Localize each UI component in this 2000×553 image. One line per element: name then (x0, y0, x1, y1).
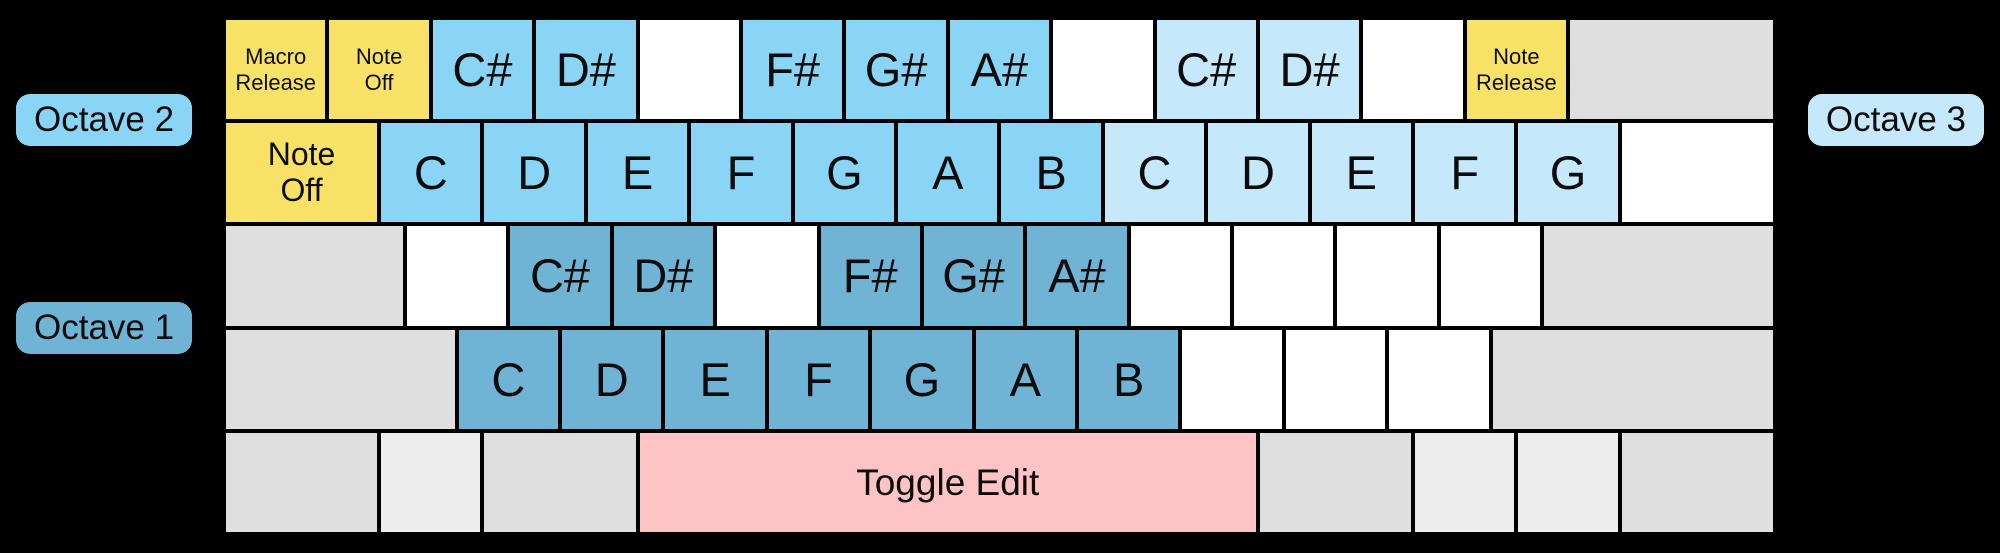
key-unmapped (1180, 327, 1284, 431)
key-note-release[interactable]: Note Release (1464, 18, 1569, 122)
key-unmapped (1361, 18, 1465, 122)
key-note-c-sharp-oct2[interactable]: C# (430, 18, 535, 122)
key-note-e-oct2[interactable]: E (585, 121, 690, 225)
key-toggle-edit[interactable]: Toggle Edit (637, 430, 1258, 534)
key-note-b-oct2[interactable]: B (999, 121, 1103, 225)
key-modifier (1542, 224, 1775, 328)
key-modifier (1490, 327, 1775, 431)
key-note-e-oct1[interactable]: E (663, 327, 767, 431)
key-unmapped (1128, 224, 1233, 328)
key-note-c-oct1[interactable]: C (456, 327, 561, 431)
key-modifier (1257, 430, 1414, 534)
key-unmapped (1232, 224, 1336, 328)
key-modifier (1413, 430, 1517, 534)
octave-1-label: Octave 1 (16, 302, 193, 354)
key-unmapped (1051, 18, 1155, 122)
key-modifier (224, 224, 405, 328)
key-macro-release[interactable]: Macro Release (224, 18, 328, 122)
key-note-d-sharp-oct2[interactable]: D# (534, 18, 638, 122)
key-note-a-oct1[interactable]: A (973, 327, 1077, 431)
key-note-f-sharp-oct1[interactable]: F# (818, 224, 922, 328)
key-unmapped (637, 18, 741, 122)
key-note-e-oct3[interactable]: E (1309, 121, 1413, 225)
key-note-f-sharp-oct2[interactable]: F# (740, 18, 845, 122)
key-note-g-sharp-oct2[interactable]: G# (844, 18, 948, 122)
key-modifier (224, 327, 457, 431)
key-note-g-oct2[interactable]: G (792, 121, 897, 225)
key-unmapped (1438, 224, 1543, 328)
key-note-g-oct3[interactable]: G (1516, 121, 1620, 225)
key-modifier (224, 430, 380, 534)
key-note-f-oct1[interactable]: F (766, 327, 871, 431)
key-note-off[interactable]: Note Off (224, 121, 380, 225)
key-note-c-sharp-oct1[interactable]: C# (508, 224, 612, 328)
key-note-g-sharp-oct1[interactable]: G# (921, 224, 1026, 328)
key-unmapped (404, 224, 509, 328)
key-note-f-oct3[interactable]: F (1413, 121, 1517, 225)
key-note-d-sharp-oct1[interactable]: D# (611, 224, 716, 328)
octave-2-label: Octave 2 (16, 94, 193, 146)
key-note-g-oct1[interactable]: G (870, 327, 974, 431)
key-note-a-oct2[interactable]: A (896, 121, 1000, 225)
key-unmapped (1387, 327, 1491, 431)
key-note-d-oct3[interactable]: D (1206, 121, 1310, 225)
key-modifier (379, 430, 483, 534)
octave-3-label: Octave 3 (1807, 94, 1984, 146)
key-note-f-oct2[interactable]: F (689, 121, 793, 225)
key-note-c-oct2[interactable]: C (379, 121, 483, 225)
keyboard-row-bottom-row: Toggle Edit (224, 430, 1775, 534)
key-note-b-oct1[interactable]: B (1076, 327, 1181, 431)
keyboard-row-home-row: C#D# F#G#A# (224, 224, 1775, 328)
key-unmapped (1283, 327, 1388, 431)
key-note-c-sharp-oct3[interactable]: C# (1154, 18, 1258, 122)
key-unmapped (1335, 224, 1439, 328)
key-modifier (1516, 430, 1620, 534)
key-unmapped (715, 224, 819, 328)
key-note-c-oct3[interactable]: C (1102, 121, 1207, 225)
key-note-d-oct1[interactable]: D (560, 327, 664, 431)
key-note-a-sharp-oct1[interactable]: A# (1025, 224, 1129, 328)
key-modifier (482, 430, 638, 534)
key-note-off[interactable]: Note Off (327, 18, 431, 122)
key-modifier (1568, 18, 1775, 122)
key-modifier (1619, 430, 1775, 534)
key-note-d-sharp-oct3[interactable]: D# (1257, 18, 1362, 122)
key-note-a-sharp-oct2[interactable]: A# (947, 18, 1052, 122)
key-unmapped (1619, 121, 1775, 225)
key-note-d-oct2[interactable]: D (482, 121, 586, 225)
